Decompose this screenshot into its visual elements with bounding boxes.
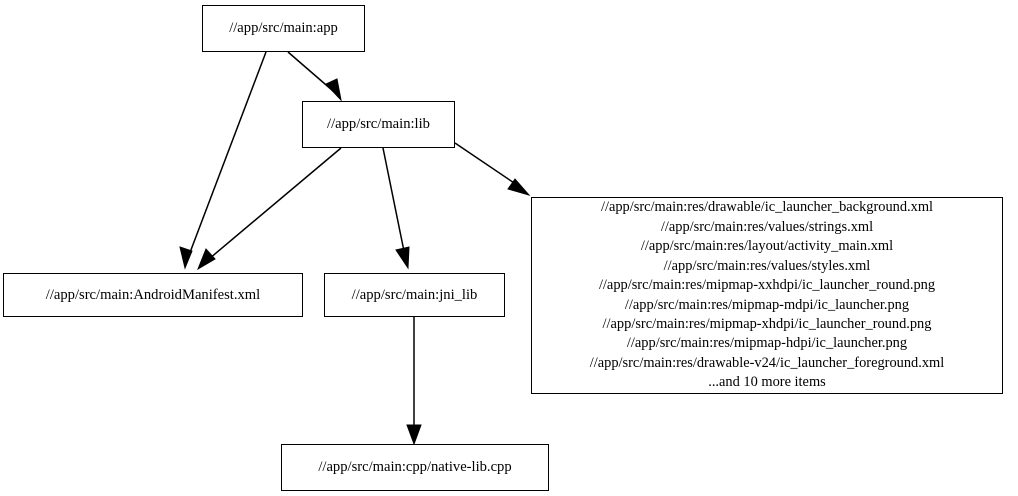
res-group-line: ...and 10 more items: [708, 374, 826, 391]
node-app-label: //app/src/main:app: [229, 20, 338, 37]
node-res-group-label-list: //app/src/main:res/drawable/ic_launcher_…: [532, 198, 1002, 392]
edge-jni-lib-to-native-lib: [406, 317, 422, 446]
res-group-line: //app/src/main:res/layout/activity_main.…: [640, 238, 894, 255]
res-group-line: //app/src/main:res/mipmap-mdpi/ic_launch…: [624, 296, 910, 313]
res-group-line: //app/src/main:res/mipmap-xxhdpi/ic_laun…: [598, 277, 936, 294]
edge-app-to-lib: [287, 51, 342, 102]
node-android-manifest-label: //app/src/main:AndroidManifest.xml: [45, 286, 261, 303]
node-app[interactable]: //app/src/main:app: [202, 5, 365, 52]
node-android-manifest[interactable]: //app/src/main:AndroidManifest.xml: [3, 273, 303, 317]
edge-lib-to-jni-lib: [382, 147, 410, 270]
node-native-lib-cpp[interactable]: //app/src/main:cpp/native-lib.cpp: [281, 444, 549, 491]
node-jni-lib-label: //app/src/main:jni_lib: [351, 286, 478, 303]
edge-lib-to-res-group: [454, 142, 531, 196]
res-group-line: //app/src/main:res/mipmap-xhdpi/ic_launc…: [602, 315, 932, 332]
node-lib[interactable]: //app/src/main:lib: [302, 101, 455, 148]
node-lib-label: //app/src/main:lib: [327, 116, 430, 133]
node-jni-lib[interactable]: //app/src/main:jni_lib: [324, 273, 505, 317]
node-native-lib-cpp-label: //app/src/main:cpp/native-lib.cpp: [318, 459, 512, 476]
res-group-line: //app/src/main:res/mipmap-hdpi/ic_launch…: [626, 335, 908, 352]
res-group-line: //app/src/main:res/drawable/ic_launcher_…: [600, 199, 934, 216]
node-res-group[interactable]: //app/src/main:res/drawable/ic_launcher_…: [531, 197, 1003, 394]
edge-app-to-manifest: [179, 51, 267, 270]
res-group-line: //app/src/main:res/drawable-v24/ic_launc…: [589, 354, 945, 371]
res-group-line: //app/src/main:res/values/strings.xml: [660, 218, 874, 235]
edge-lib-to-manifest: [196, 147, 342, 271]
res-group-line: //app/src/main:res/values/styles.xml: [663, 257, 871, 274]
